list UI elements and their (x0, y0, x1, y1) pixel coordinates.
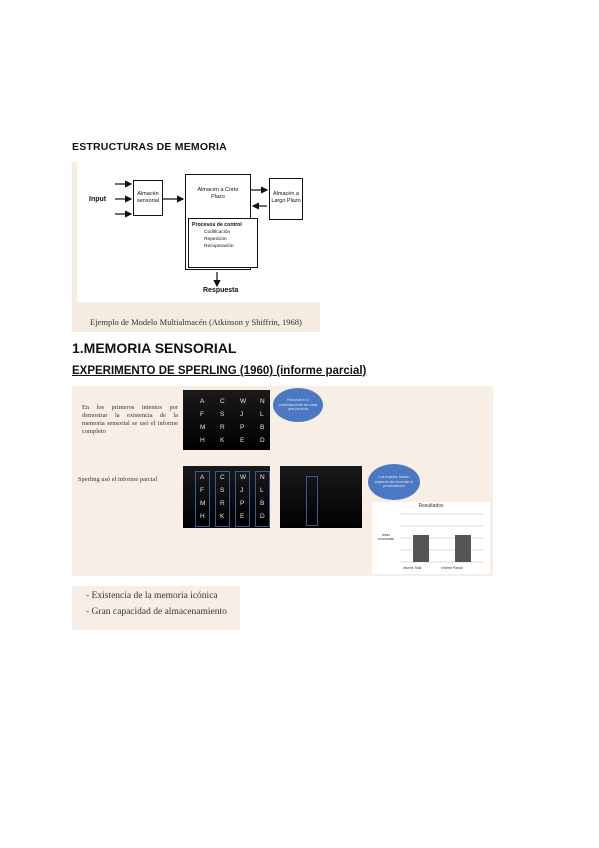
result-bubble-partial: Los sujetos fueron capaces de recordar l… (368, 464, 420, 500)
array-letter: M (200, 424, 206, 431)
array-letter: N (260, 398, 265, 405)
multistore-model-figure: Input Almacén sensorial Almacén a Corto … (72, 162, 320, 332)
section-subheading-sperling: EXPERIMENTO DE SPERLING (1960) (informe … (72, 365, 367, 377)
array-letter: E (240, 437, 245, 444)
array-letter: W (240, 474, 247, 481)
array-letter: D (260, 513, 265, 520)
array-letter: H (200, 437, 205, 444)
array-letter: A (200, 474, 205, 481)
diagram-arrows (115, 180, 269, 288)
array-letter: H (200, 513, 205, 520)
conclusion-item: - Gran capacidad de almacenamiento (86, 607, 227, 617)
array-letter: R (220, 424, 225, 431)
array-letter: C (220, 398, 225, 405)
array-letter: J (240, 487, 244, 494)
array-letter: A (200, 398, 205, 405)
column-highlight (255, 471, 270, 527)
control-item: Recuperación (204, 244, 234, 249)
array-letter: K (220, 513, 225, 520)
array-letter: J (240, 411, 244, 418)
array-letter: M (200, 500, 206, 507)
chart-category-label: Informe Total (402, 566, 422, 570)
input-label: Input (89, 196, 107, 203)
array-letter: N (260, 474, 265, 481)
column-highlight (235, 471, 250, 527)
partial-report-note: Sperling usó el informe parcial (78, 476, 158, 483)
sperling-experiment-figure: En los primeros intentos por demostrar l… (72, 386, 493, 576)
array-letter: L (260, 411, 264, 418)
control-item: Repetición (204, 237, 227, 242)
letter-array-full: A C W N F S J L M R P B H K E D (183, 390, 270, 450)
control-processes-box: Procesos de control Codificación Repetic… (188, 218, 258, 268)
result-bubble-full: Recordó el 4 correctamente de cada que p… (273, 388, 323, 422)
conclusion-item: - Existencia de la memoria icónica (86, 591, 218, 601)
array-letter: B (260, 424, 265, 431)
short-term-label: Almacén a Corto Plazo (197, 187, 239, 200)
array-letter: E (240, 513, 245, 520)
array-letter: P (240, 500, 245, 507)
chart-y-label: letras recordadas (378, 533, 394, 541)
array-letter: F (200, 487, 204, 494)
section-heading-sensorial: 1.MEMORIA SENSORIAL (72, 340, 237, 356)
column-highlight (195, 471, 210, 527)
array-letter: F (200, 411, 204, 418)
section-heading-estructuras: ESTRUCTURAS DE MEMORIA (72, 141, 227, 153)
results-chart: Resultados letras recordadas Informe Tot… (372, 502, 490, 574)
array-letter: P (240, 424, 245, 431)
array-letter: S (220, 487, 225, 494)
control-title: Procesos de control (192, 222, 242, 228)
array-letter: C (220, 474, 225, 481)
chart-bar (455, 535, 471, 562)
cue-panel (280, 466, 362, 528)
array-letter: L (260, 487, 264, 494)
array-letter: B (260, 500, 265, 507)
cue-marker (306, 476, 318, 526)
letter-array-partial: A C W N F S J L M R P B H K E D (183, 466, 270, 528)
figure-caption: Ejemplo de Modelo Multialmacén (Atkinson… (90, 317, 302, 327)
chart-plot (400, 513, 484, 563)
chart-category-label: Informe Parcial (441, 566, 463, 570)
full-report-note: En los primeros intentos por demostrar l… (82, 404, 178, 435)
array-letter: W (240, 398, 247, 405)
array-letter: D (260, 437, 265, 444)
diagram-canvas: Input Almacén sensorial Almacén a Corto … (77, 162, 320, 302)
sensory-store-box: Almacén sensorial (133, 180, 163, 216)
array-letter: R (220, 500, 225, 507)
long-term-store-box: Almacén a Largo Plazo (269, 178, 303, 220)
column-highlight (215, 471, 230, 527)
conclusions-box: - Existencia de la memoria icónica - Gra… (72, 586, 240, 630)
array-letter: S (220, 411, 225, 418)
control-item: Codificación (204, 230, 231, 235)
chart-title: Resultados (418, 503, 444, 509)
response-label: Respuesta (203, 287, 239, 294)
chart-bar (413, 535, 429, 562)
array-letter: K (220, 437, 225, 444)
